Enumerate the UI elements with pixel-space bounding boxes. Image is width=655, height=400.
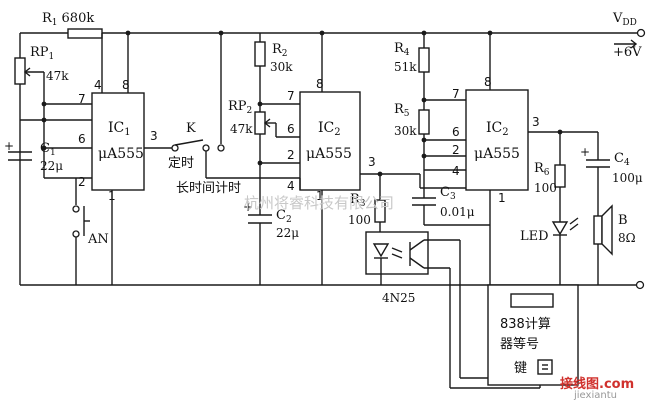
ic2-pin-6: 6: [287, 122, 295, 136]
ic2-type: μA555: [306, 146, 352, 162]
led-indicator: [551, 221, 569, 236]
r6-label: R6: [534, 161, 550, 178]
vdd-label: VDD: [612, 11, 637, 28]
r3-value: 100: [348, 213, 371, 227]
r2-value: 30k: [270, 60, 293, 74]
led-label: LED: [520, 229, 549, 244]
site-logo-sub: jiexiantu: [573, 390, 617, 400]
r5-resistor: [418, 109, 430, 135]
ic3-pin-2: 2: [452, 143, 460, 157]
speaker-value: 8Ω: [618, 231, 636, 245]
rp2-value: 47k: [230, 122, 253, 136]
svg-text:+: +: [580, 145, 590, 159]
ic2-pin-7: 7: [287, 89, 295, 103]
r2-label: R2: [272, 42, 288, 59]
r5-label: R5: [394, 102, 410, 119]
optocoupler-4n25: [365, 231, 429, 275]
r4-label: R4: [394, 41, 410, 58]
ic3-pin-8: 8: [484, 75, 492, 89]
speaker-cone: [601, 204, 613, 256]
rp2-potentiometer: [254, 111, 266, 135]
calculator-line2: 器等号: [500, 336, 539, 352]
ic1-type: μA555: [98, 146, 144, 162]
ic1-pin-8: 8: [122, 78, 130, 92]
switch-k-label: K: [186, 121, 196, 136]
ic2-pin-3: 3: [368, 155, 376, 169]
calculator-key-label: 键: [514, 361, 527, 376]
r5-value: 30k: [394, 124, 417, 138]
speaker: [593, 215, 603, 245]
rp1-label: RP1: [30, 45, 54, 62]
ic2-chip: [299, 91, 361, 191]
ic2-pin-4: 4: [287, 179, 295, 193]
long-timing-label: 长时间计时: [176, 181, 241, 196]
ic2-pin-2: 2: [287, 148, 295, 162]
ic3-pin-1: 1: [498, 191, 506, 205]
switch-k-blade: [174, 139, 204, 146]
ic1-pin-3: 3: [150, 129, 158, 143]
ic1-pin-2: 2: [78, 175, 86, 189]
ic2-pin-1: 1: [316, 189, 324, 203]
speaker-label: B: [618, 213, 628, 228]
ic2-pin-8: 8: [316, 77, 324, 91]
c1-value: 22μ: [40, 159, 63, 173]
ic1-chip: [91, 92, 145, 191]
ic3-chip: [465, 89, 529, 191]
opto-led: [372, 243, 390, 258]
c2-value: 22μ: [276, 226, 299, 240]
c4-value: 100μ: [612, 171, 643, 185]
timer-mode-label: 定时: [168, 156, 194, 171]
watermark-text: 杭州将睿科技有限公司: [244, 194, 394, 212]
r1-resistor: [67, 28, 103, 39]
ic1-pin-4: 4: [94, 78, 102, 92]
rp1-value: 47k: [46, 69, 69, 83]
optocoupler-label: 4N25: [382, 291, 415, 305]
c3-value: 0.01μ: [440, 205, 475, 219]
ic3-pin-3: 3: [532, 115, 540, 129]
ic3-name: IC2: [486, 120, 509, 138]
ic1-name: IC1: [108, 120, 131, 138]
r6-value: 100: [534, 181, 557, 195]
rp1-potentiometer: [14, 57, 26, 85]
supply-arrow: [614, 39, 638, 49]
calculator-line1: 838计算: [500, 317, 551, 332]
rp2-label: RP2: [228, 99, 252, 116]
ic3-type: μA555: [474, 146, 520, 162]
ic1-pin-6: 6: [78, 132, 86, 146]
r4-value: 51k: [394, 60, 417, 74]
site-logo: 接线图.com: [560, 376, 634, 392]
ic1-pin-7: 7: [78, 92, 86, 106]
c3-label: C3: [440, 185, 456, 202]
c4-label: C4: [614, 151, 630, 168]
ic3-pin-7: 7: [452, 87, 460, 101]
supply-voltage-label: +6V: [613, 45, 642, 60]
ic3-pin-4: 4: [452, 164, 460, 178]
an-label: AN: [87, 232, 109, 247]
ic2-name: IC2: [318, 120, 341, 138]
r2-resistor: [254, 41, 266, 67]
equals-key: [537, 359, 553, 375]
svg-text:+: +: [243, 200, 253, 214]
ic3-pin-6: 6: [452, 125, 460, 139]
r3-label: R3: [350, 192, 366, 209]
c1-polarity: +: [4, 139, 14, 153]
c2-label: C2: [276, 208, 292, 225]
calculator-display: [510, 293, 554, 308]
r4-resistor: [418, 47, 430, 73]
vdd-rail: [20, 28, 646, 38]
